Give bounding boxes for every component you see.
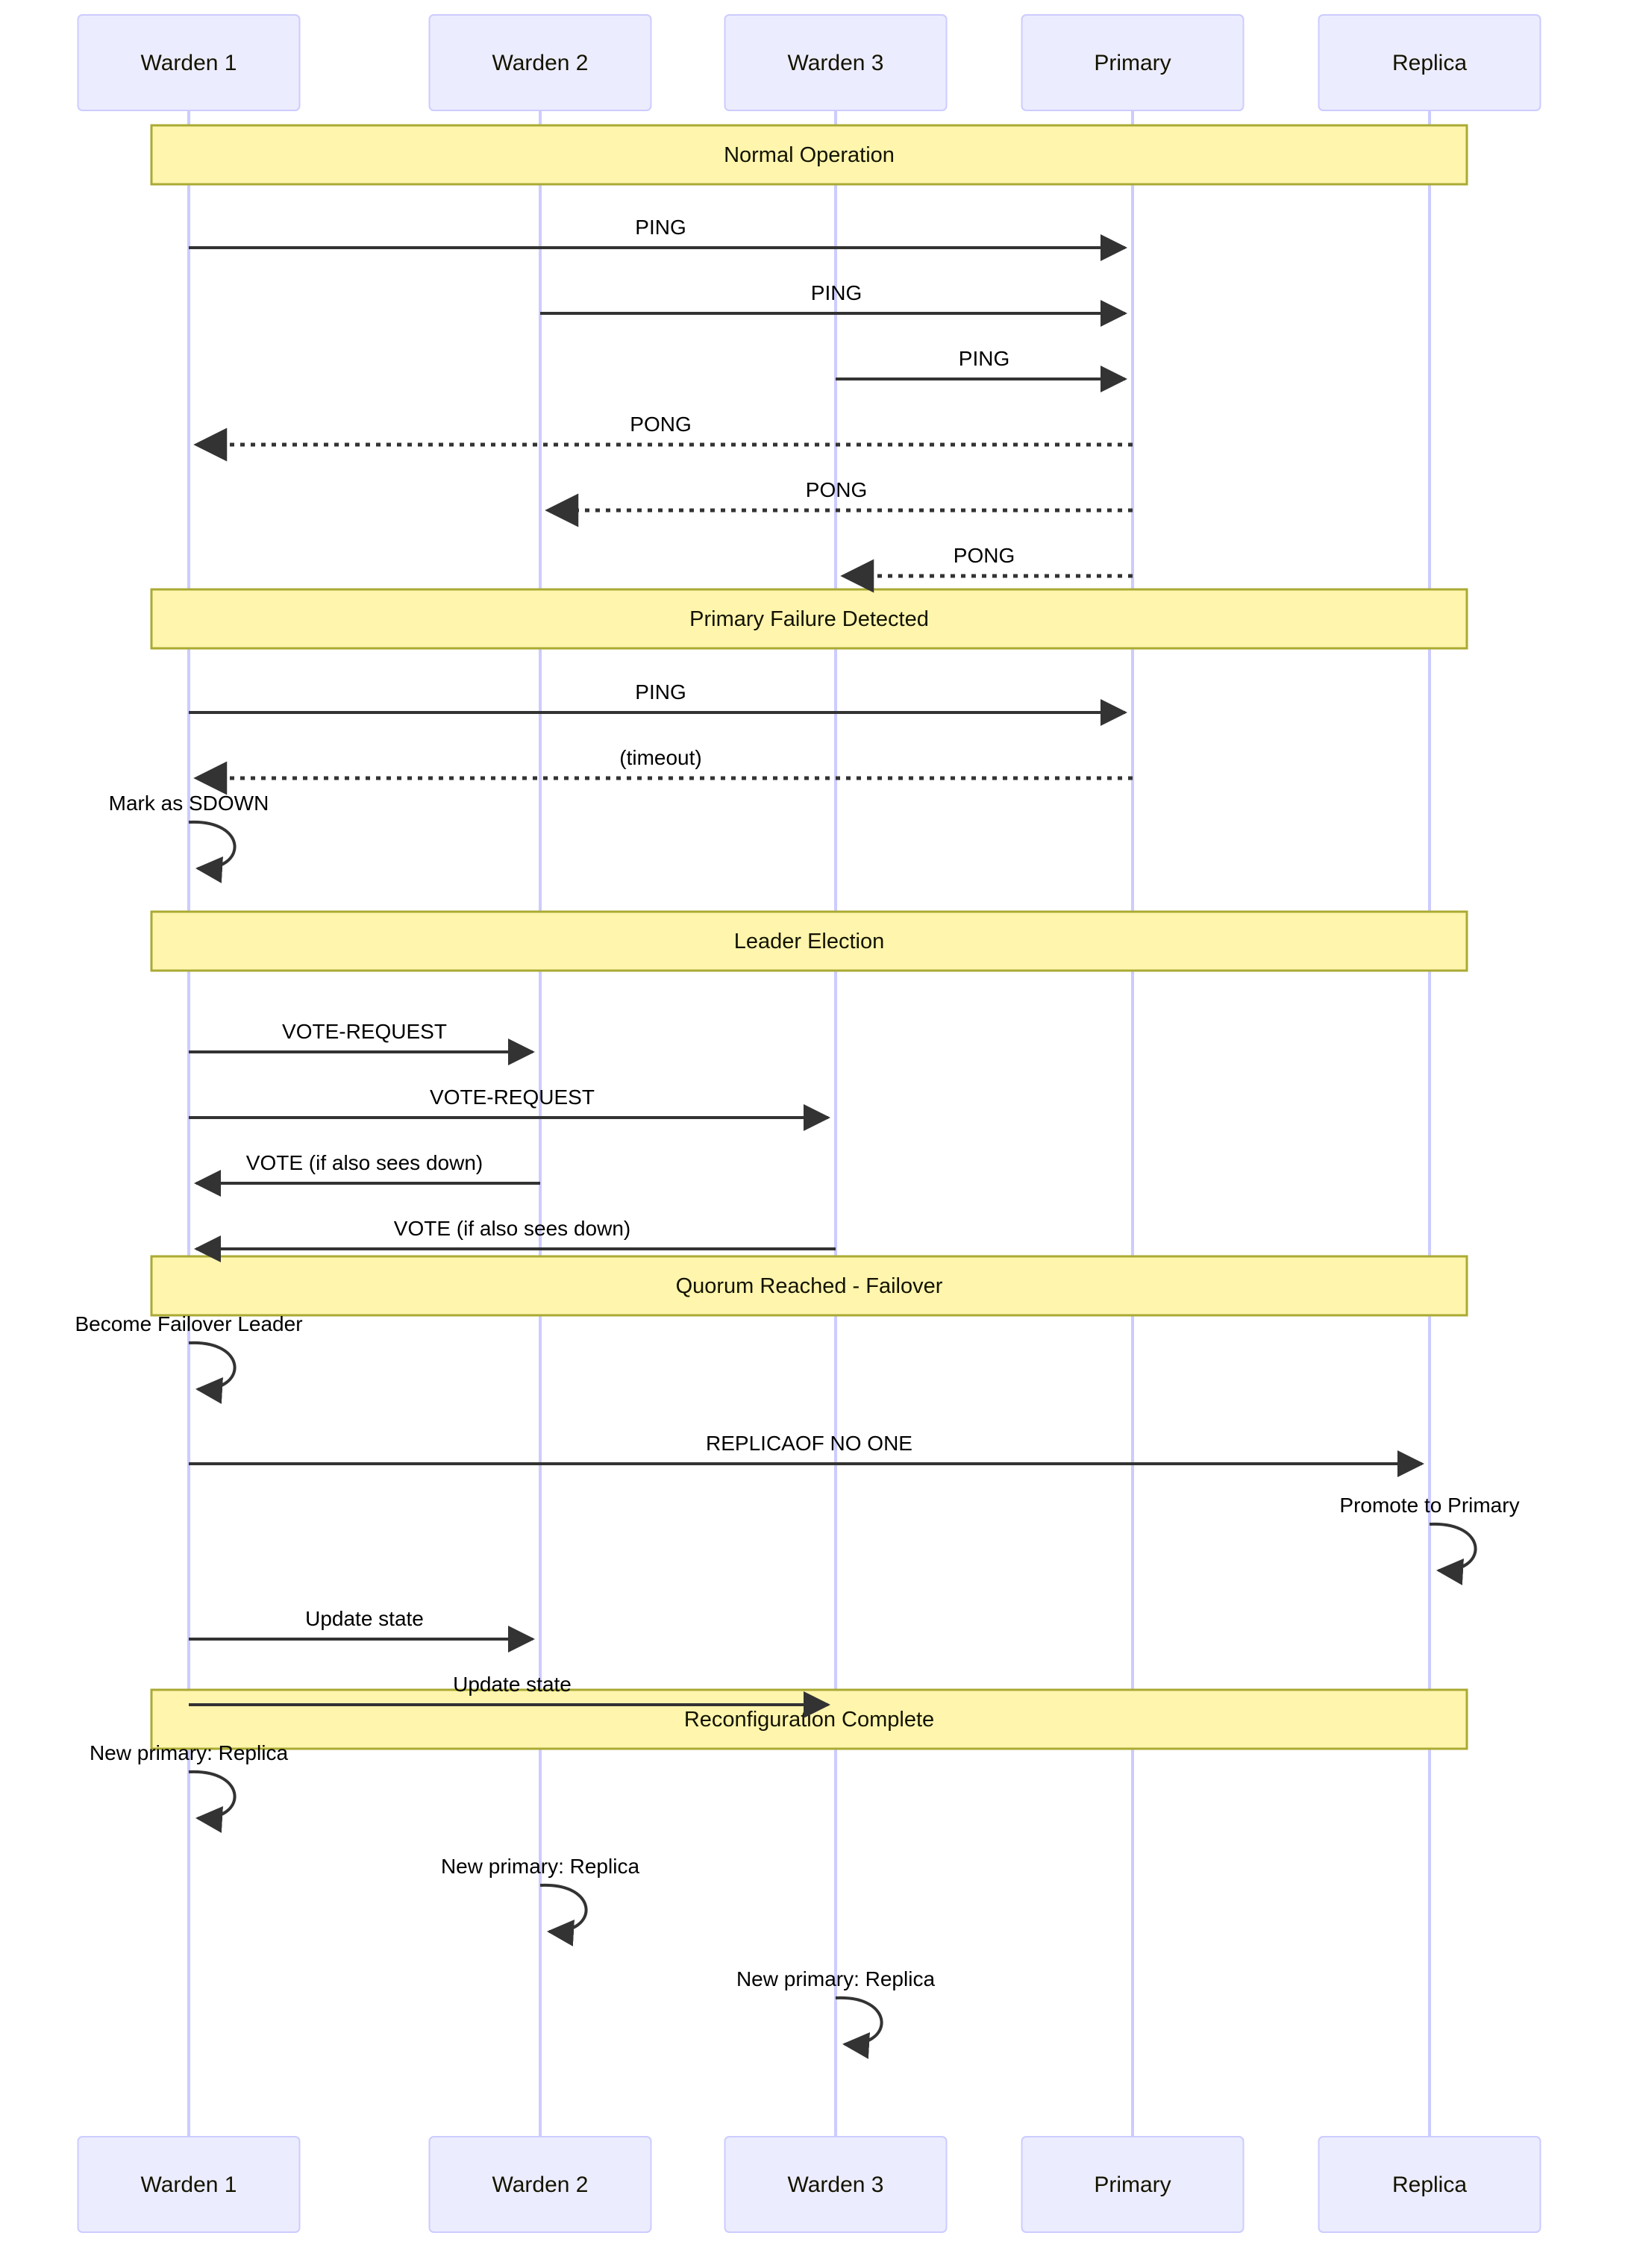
self-message-loop (1429, 1522, 1477, 1585)
section-note-rect (150, 588, 1468, 650)
actor-label: Warden 2 (492, 2173, 589, 2197)
section-note-label: Leader Election (734, 930, 885, 953)
self-message-loop (835, 1996, 883, 2059)
section-note-label: Primary Failure Detected (689, 607, 929, 631)
actors-bottom-group: Warden 1 Warden 2 Warden 3 Primary Replica (77, 2136, 1541, 2233)
message-label: PONG (806, 478, 867, 501)
message-arrow: PONG (545, 478, 1133, 527)
section-note-label: Normal Operation (724, 143, 895, 167)
message-arrow: VOTE (if also sees down) (194, 1151, 540, 1197)
actor-rect (724, 14, 948, 111)
message-arrow: PING (189, 216, 1127, 261)
actor-box-bottom-w1[interactable]: Warden 1 (77, 2136, 301, 2233)
actor-rect (77, 2136, 301, 2233)
message-arrow: VOTE-REQUEST (189, 1086, 830, 1131)
message-arrow: PING (540, 281, 1127, 327)
messages-group: PING PING PING PONG PONG PONG PING (timeout) VOT… (189, 216, 1424, 1718)
message-label: (timeout) (619, 746, 701, 769)
actor-rect (1318, 2136, 1541, 2233)
self-message: Become Failover Leader (75, 1312, 303, 1404)
actor-rect (1318, 14, 1541, 111)
message-label: PONG (630, 413, 691, 436)
self-message-label: Mark as SDOWN (109, 792, 269, 815)
actor-box-top-replica[interactable]: Replica (1318, 14, 1541, 111)
self-message-loop (188, 1770, 237, 1833)
actors-top-group: Warden 1 Warden 2 Warden 3 Primary Replica (77, 14, 1541, 111)
actor-box-top-primary[interactable]: Primary (1021, 14, 1245, 111)
self-message-label: New primary: Replica (90, 1741, 288, 1764)
actor-box-top-w2[interactable]: Warden 2 (428, 14, 652, 111)
actor-label: Warden 1 (141, 51, 237, 75)
message-label: VOTE-REQUEST (430, 1086, 595, 1109)
actor-box-top-w3[interactable]: Warden 3 (724, 14, 948, 111)
actor-box-bottom-w2[interactable]: Warden 2 (428, 2136, 652, 2233)
message-label: PING (959, 347, 1009, 370)
message-label: PING (811, 281, 862, 304)
message-arrow: (timeout) (193, 746, 1133, 795)
message-arrow: Update state (189, 1607, 535, 1653)
message-arrow: PING (836, 347, 1127, 392)
actor-rect (724, 2136, 948, 2233)
self-message: New primary: Replica (90, 1741, 288, 1833)
self-message-label: Promote to Primary (1339, 1494, 1519, 1517)
message-arrow: REPLICAOF NO ONE (189, 1432, 1424, 1477)
section-note: Quorum Reached - Failover (150, 1255, 1468, 1317)
self-message-label: New primary: Replica (736, 1967, 935, 1990)
message-arrow: VOTE (if also sees down) (194, 1217, 836, 1262)
self-message: New primary: Replica (736, 1967, 935, 2059)
self-message-label: New primary: Replica (441, 1855, 639, 1878)
actor-label: Replica (1392, 51, 1467, 75)
self-messages-group: Mark as SDOWN Become Failover LeaderPromo… (75, 792, 1520, 2059)
message-arrow: Update state (189, 1673, 830, 1718)
message-arrow: PONG (193, 413, 1133, 462)
lifelines-group (187, 110, 1431, 2137)
actor-label: Warden 3 (788, 51, 884, 75)
section-note: Leader Election (150, 910, 1468, 972)
message-arrow: PONG (840, 544, 1133, 593)
actor-box-bottom-w3[interactable]: Warden 3 (724, 2136, 948, 2233)
section-note-rect (150, 910, 1468, 972)
actor-label: Warden 1 (141, 2173, 237, 2197)
actor-box-bottom-replica[interactable]: Replica (1318, 2136, 1541, 2233)
message-label: PING (635, 216, 686, 239)
self-message: Mark as SDOWN (109, 792, 269, 883)
message-label: PONG (954, 544, 1015, 567)
actor-rect (1021, 14, 1245, 111)
actor-label: Warden 2 (492, 51, 589, 75)
actor-box-bottom-primary[interactable]: Primary (1021, 2136, 1245, 2233)
message-label: Update state (453, 1673, 572, 1696)
actor-rect (77, 14, 301, 111)
message-label: VOTE (if also sees down) (394, 1217, 630, 1240)
actor-label: Replica (1392, 2173, 1467, 2197)
self-message: Promote to Primary (1339, 1494, 1520, 1585)
actor-label: Primary (1094, 51, 1171, 75)
actor-rect (428, 2136, 652, 2233)
message-label: VOTE (if also sees down) (246, 1151, 483, 1174)
section-note-label: Reconfiguration Complete (684, 1708, 934, 1732)
message-arrow: VOTE-REQUEST (189, 1020, 535, 1065)
actor-rect (1021, 2136, 1245, 2233)
section-note: Normal Operation (150, 124, 1468, 186)
section-note-rect (150, 1255, 1468, 1317)
actor-rect (428, 14, 652, 111)
self-message-loop (539, 1883, 588, 1946)
section-note: Primary Failure Detected (150, 588, 1468, 650)
section-note-rect (150, 124, 1468, 186)
message-label: VOTE-REQUEST (282, 1020, 447, 1043)
section-note-label: Quorum Reached - Failover (676, 1274, 943, 1298)
self-message: New primary: Replica (441, 1855, 639, 1946)
self-message-loop (188, 820, 237, 883)
actor-label: Warden 3 (788, 2173, 884, 2197)
message-arrow: PING (189, 680, 1127, 726)
self-message-loop (188, 1341, 237, 1404)
section-note: Reconfiguration Complete (150, 1688, 1468, 1750)
self-message-label: Become Failover Leader (75, 1312, 302, 1335)
actor-box-top-w1[interactable]: Warden 1 (77, 14, 301, 111)
message-label: PING (635, 680, 686, 704)
message-label: Update state (305, 1607, 424, 1630)
message-label: REPLICAOF NO ONE (706, 1432, 912, 1455)
actor-label: Primary (1094, 2173, 1171, 2197)
